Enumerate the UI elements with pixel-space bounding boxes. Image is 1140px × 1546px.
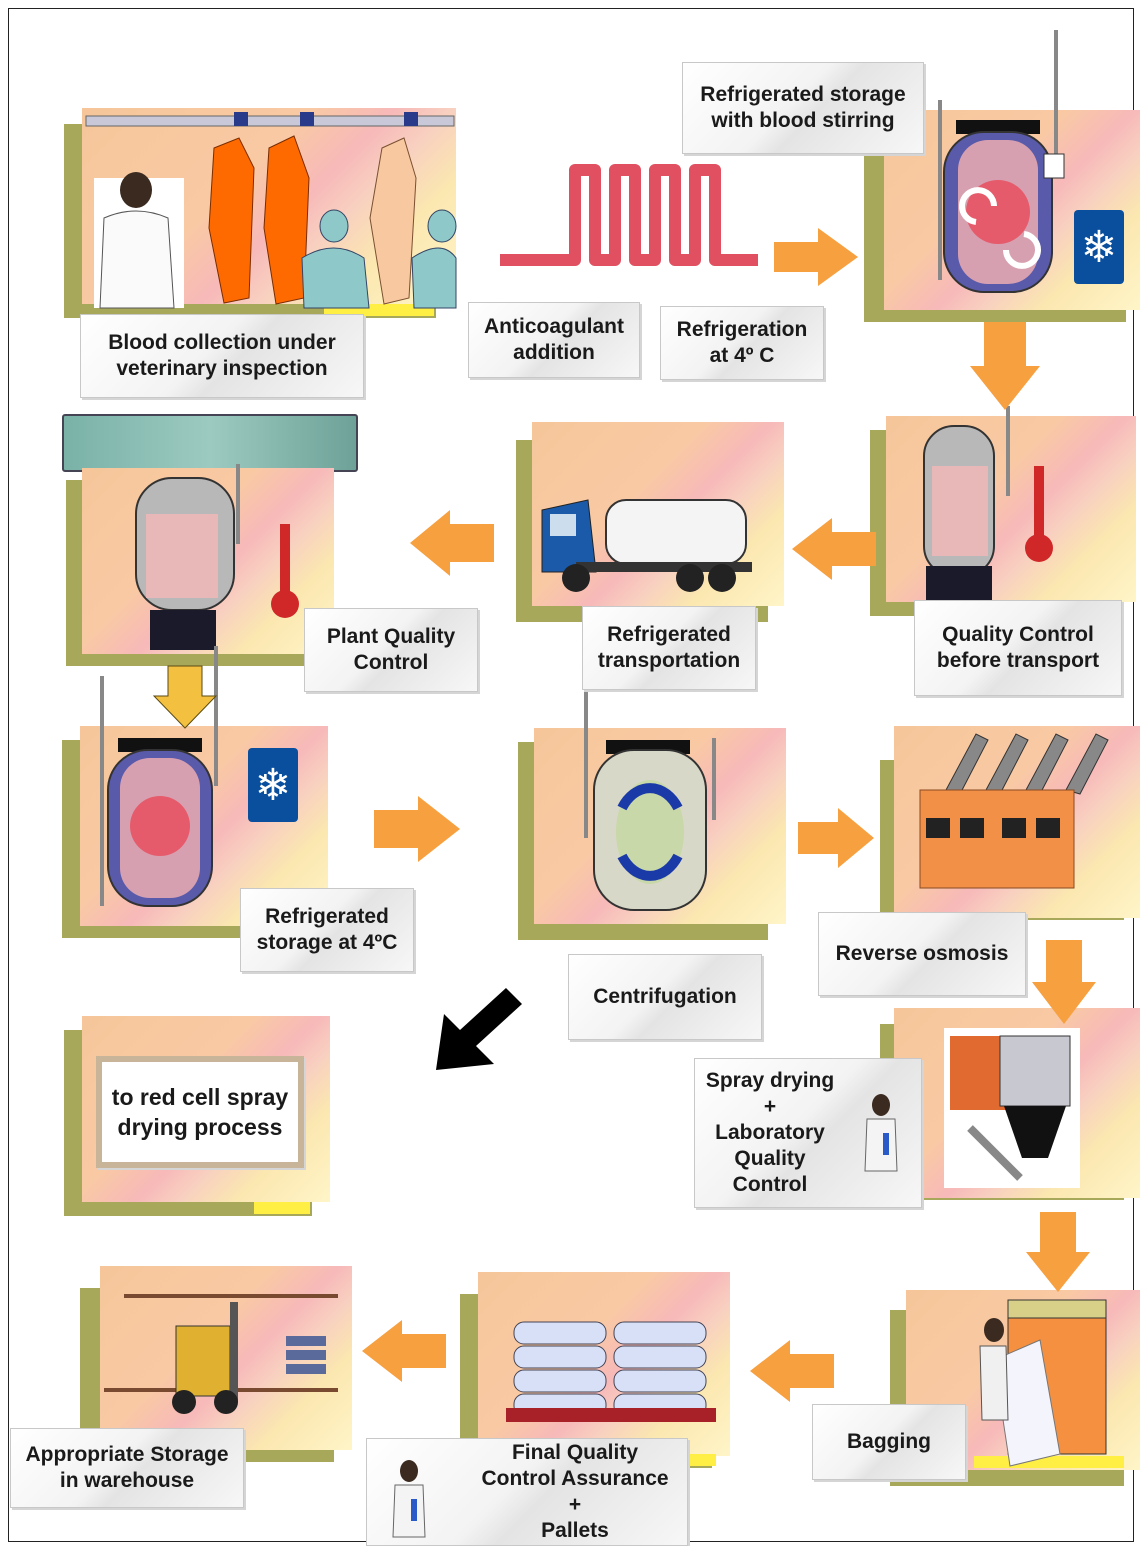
stirring-tank-icon bbox=[938, 30, 1065, 293]
spray-dryer-icon bbox=[944, 1028, 1080, 1188]
truck-icon bbox=[541, 499, 752, 592]
label-bagging: Bagging bbox=[812, 1404, 966, 1480]
arrow-right-2 bbox=[374, 796, 460, 862]
arrow-left-3 bbox=[750, 1340, 834, 1402]
arrow-right-3 bbox=[798, 808, 874, 868]
arrow-down-2 bbox=[152, 665, 218, 729]
pipe-coil-icon bbox=[500, 164, 758, 266]
snowflake-icon: ❄ bbox=[1074, 210, 1124, 284]
panel-refrigerated-transportation bbox=[516, 422, 784, 622]
arrow-down-3 bbox=[1032, 940, 1096, 1024]
label-reverse-osmosis: Reverse osmosis bbox=[818, 912, 1026, 996]
panel-refrigerated-storage-stirring: ❄ bbox=[864, 30, 1140, 322]
panel-spray-drying bbox=[880, 1008, 1140, 1204]
arrow-down-4 bbox=[1026, 1212, 1090, 1292]
snowflake-icon: ❄ bbox=[248, 748, 298, 822]
forklift-icon bbox=[104, 1294, 338, 1414]
centrifuge-icon bbox=[584, 688, 716, 911]
slaughterhouse-illustration bbox=[85, 112, 457, 309]
arrow-right-1 bbox=[774, 228, 858, 286]
panel-plant-quality-control bbox=[62, 414, 358, 670]
arrow-left-2 bbox=[410, 510, 494, 576]
tank-icon bbox=[135, 464, 299, 650]
panel-centrifugation bbox=[518, 688, 786, 940]
label-centrifugation: Centrifugation bbox=[568, 954, 762, 1040]
lab-technician-icon bbox=[392, 1460, 426, 1538]
panel-qc-before-transport bbox=[870, 406, 1136, 616]
plant-roof bbox=[62, 414, 358, 472]
panel-reverse-osmosis bbox=[880, 726, 1140, 922]
bag-icon bbox=[979, 1299, 1107, 1467]
tank-icon bbox=[923, 406, 1053, 602]
panel-blood-collection bbox=[64, 108, 457, 318]
pallet-bags-icon bbox=[506, 1321, 716, 1422]
lab-technician-icon bbox=[864, 1094, 898, 1172]
reverse-osmosis-unit-icon bbox=[919, 733, 1109, 889]
panel-warehouse bbox=[80, 1266, 352, 1462]
arrow-down-1 bbox=[970, 322, 1040, 410]
panel-refrigerated-storage-4c: ❄ bbox=[62, 646, 328, 938]
arrow-left-4 bbox=[362, 1320, 446, 1382]
arrow-left-1 bbox=[792, 518, 876, 580]
arrow-diagonal-black bbox=[436, 988, 522, 1070]
stirring-tank-icon bbox=[100, 646, 218, 907]
